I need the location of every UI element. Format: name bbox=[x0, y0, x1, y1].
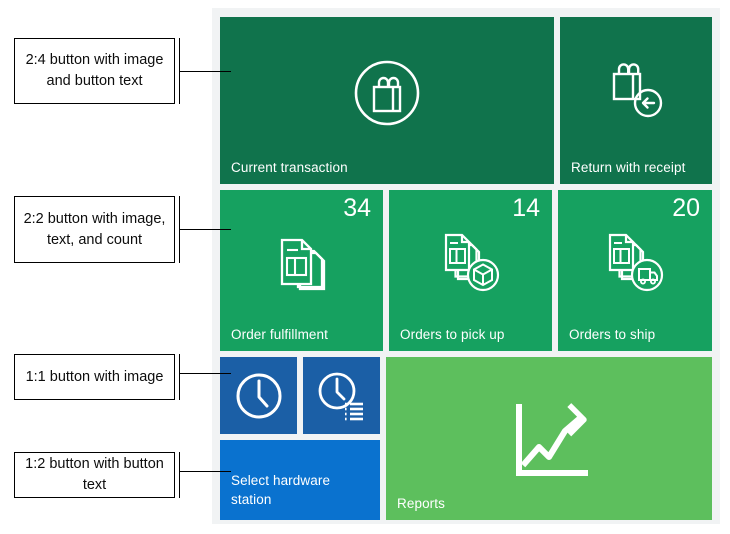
documents-package-icon bbox=[389, 230, 552, 300]
line-chart-arrow-icon bbox=[386, 399, 712, 487]
clock-list-icon bbox=[303, 370, 380, 424]
annotation-2x2-button: 2:2 button with image, text, and count bbox=[14, 196, 175, 263]
annotation-1x1-button: 1:1 button with image bbox=[14, 354, 175, 400]
tile-reports[interactable]: Reports bbox=[386, 357, 712, 520]
tile-order-fulfillment-count: 34 bbox=[343, 194, 371, 222]
tile-orders-to-ship-count: 20 bbox=[672, 194, 700, 222]
tile-clock[interactable] bbox=[220, 357, 297, 434]
tile-return-with-receipt-label: Return with receipt bbox=[571, 160, 686, 176]
annotation-1x2-text: 1:2 button with button text bbox=[25, 456, 164, 493]
shopping-bag-return-arrow-icon bbox=[560, 53, 712, 127]
tile-reports-label: Reports bbox=[397, 496, 445, 512]
tile-order-fulfillment[interactable]: 34 Order fulfillment bbox=[220, 190, 383, 351]
annotation-1x1-leader-vertical bbox=[179, 354, 181, 400]
annotation-2x4-button: 2:4 button with image and button text bbox=[14, 38, 175, 104]
tile-orders-to-ship[interactable]: 20 Orders to ship bbox=[558, 190, 712, 351]
annotation-2x4-leader-horizontal bbox=[179, 71, 231, 73]
tile-current-transaction-label: Current transaction bbox=[231, 160, 348, 176]
tile-current-transaction[interactable]: Current transaction bbox=[220, 17, 554, 184]
annotation-2x2-text: 2:2 button with image, text, and count bbox=[23, 210, 166, 248]
annotation-1x1-text: 1:1 button with image bbox=[25, 368, 164, 385]
documents-truck-icon bbox=[558, 230, 712, 300]
annotation-2x2-leader-horizontal bbox=[179, 229, 231, 231]
annotation-1x2-button: 1:2 button with button text bbox=[14, 452, 175, 498]
annotation-1x2-leader-vertical bbox=[179, 452, 181, 498]
tile-orders-to-ship-label: Orders to ship bbox=[569, 327, 656, 343]
tile-grid: Current transaction Return with receipt … bbox=[212, 8, 720, 524]
tile-order-fulfillment-label: Order fulfillment bbox=[231, 327, 328, 343]
clock-icon bbox=[220, 370, 297, 422]
tile-return-with-receipt[interactable]: Return with receipt bbox=[560, 17, 712, 184]
annotation-1x2-leader-horizontal bbox=[179, 471, 231, 473]
tile-orders-to-pick-up-count: 14 bbox=[512, 194, 540, 222]
tile-orders-to-pick-up-label: Orders to pick up bbox=[400, 327, 505, 343]
tile-clock-list[interactable] bbox=[303, 357, 380, 434]
tile-orders-to-pick-up[interactable]: 14 Orders to pick up bbox=[389, 190, 552, 351]
documents-stack-icon bbox=[220, 232, 383, 296]
annotation-1x1-leader-horizontal bbox=[179, 373, 231, 375]
annotation-2x4-text: 2:4 button with image and button text bbox=[25, 52, 164, 89]
tile-select-hardware-station[interactable]: Select hardware station bbox=[220, 440, 380, 520]
tile-select-hardware-station-label: Select hardware station bbox=[231, 472, 331, 508]
shopping-bag-circle-icon bbox=[220, 49, 554, 137]
